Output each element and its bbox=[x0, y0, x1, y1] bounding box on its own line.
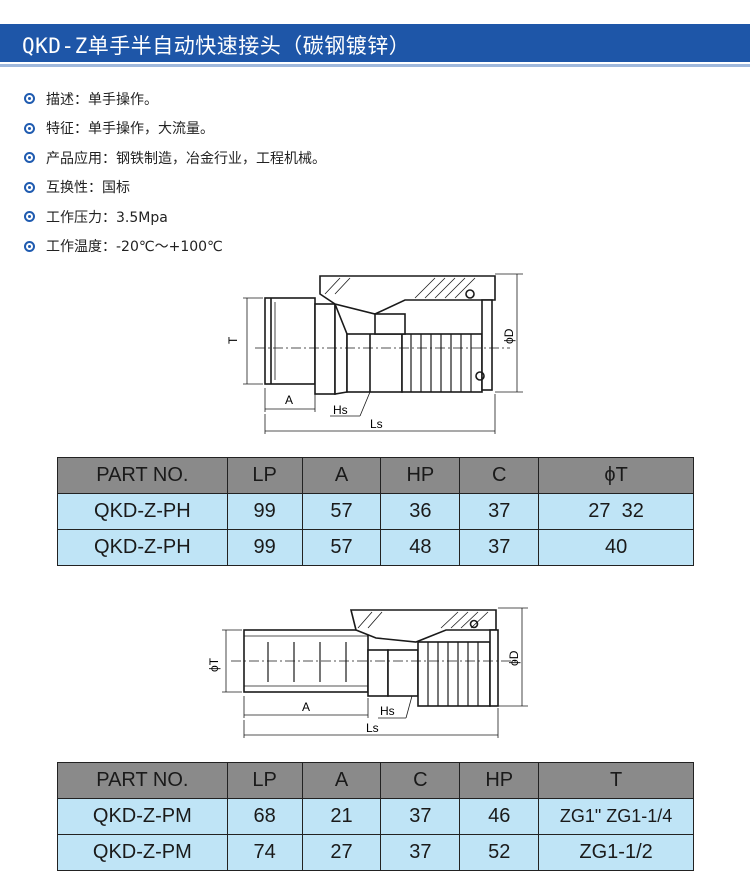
table-cell: 21 bbox=[301, 798, 382, 835]
bullet-icon bbox=[24, 211, 35, 223]
spec-item: 互换性：国标 bbox=[24, 173, 326, 203]
table-cell: 36 bbox=[380, 493, 461, 530]
spec-item: 工作温度：-20℃～+100℃ bbox=[24, 232, 326, 262]
bullet-icon bbox=[24, 122, 35, 134]
table-cell: 46 bbox=[459, 798, 540, 835]
coupling-drawing-hose-barb: ϕT ϕD A Hs Ls bbox=[207, 607, 528, 738]
table-cell: 37 bbox=[380, 798, 461, 835]
dim-label-hs: Hs bbox=[333, 403, 348, 417]
dim-label-ls: Ls bbox=[366, 721, 379, 735]
bullet-icon bbox=[24, 93, 35, 105]
table-row: QKD-Z-PM 68 21 37 46 ZG1" ZG1-1/4 bbox=[57, 798, 694, 835]
page-title: QKD-Z单手半自动快速接头（碳钢镀锌） bbox=[22, 34, 411, 58]
table-header-cell: C bbox=[380, 762, 461, 799]
title-divider bbox=[0, 64, 750, 67]
table-header-cell: PART NO. bbox=[57, 457, 228, 494]
table-header-cell: A bbox=[301, 762, 382, 799]
table-cell: 99 bbox=[226, 529, 303, 566]
dim-label-a: A bbox=[302, 700, 310, 714]
dim-label-hs: Hs bbox=[380, 704, 395, 718]
table-header-cell: C bbox=[459, 457, 540, 494]
table-cell: 37 bbox=[459, 529, 540, 566]
table-cell: 37 bbox=[459, 493, 540, 530]
dim-label-ls: Ls bbox=[370, 417, 383, 431]
table-cell: 27 32 bbox=[538, 493, 694, 530]
dim-label-d: ϕD bbox=[502, 328, 516, 344]
spec-table-ph: PART NO. LP A HP C ϕT QKD-Z-PH 99 57 36 … bbox=[57, 457, 694, 566]
table-header-cell: HP bbox=[380, 457, 461, 494]
table-row: QKD-Z-PM 74 27 37 52 ZG1-1/2 bbox=[57, 834, 694, 871]
spec-table-pm: PART NO. LP A C HP T QKD-Z-PM 68 21 37 4… bbox=[57, 762, 694, 871]
table-cell: 48 bbox=[380, 529, 461, 566]
table-cell: 37 bbox=[380, 834, 461, 871]
table-header-cell: A bbox=[301, 457, 382, 494]
table-header-cell: HP bbox=[459, 762, 540, 799]
bullet-icon bbox=[24, 152, 35, 164]
coupling-drawing-threaded: T ϕD A Hs Ls bbox=[226, 273, 523, 434]
table-row: QKD-Z-PH 99 57 36 37 27 32 bbox=[57, 493, 694, 530]
table-cell: 57 bbox=[301, 493, 382, 530]
dim-label-t: T bbox=[226, 336, 240, 344]
table-header-cell: T bbox=[538, 762, 694, 799]
table-header-row: PART NO. LP A C HP T bbox=[57, 762, 694, 799]
table-header-row: PART NO. LP A HP C ϕT bbox=[57, 457, 694, 494]
table-header-cell: LP bbox=[226, 457, 303, 494]
table-cell: 52 bbox=[459, 834, 540, 871]
bullet-icon bbox=[24, 181, 35, 193]
table-row: QKD-Z-PH 99 57 48 37 40 bbox=[57, 529, 694, 566]
spec-item: 产品应用：钢铁制造，冶金行业，工程机械。 bbox=[24, 143, 326, 173]
table-cell: 74 bbox=[226, 834, 303, 871]
bullet-icon bbox=[24, 240, 35, 252]
table-cell: 40 bbox=[538, 529, 694, 566]
table-cell: 68 bbox=[226, 798, 303, 835]
spec-list: 描述：单手操作。 特征：单手操作，大流量。 产品应用：钢铁制造，冶金行业，工程机… bbox=[24, 84, 326, 261]
table-header-cell: LP bbox=[226, 762, 303, 799]
table-cell: QKD-Z-PH bbox=[57, 529, 228, 566]
dim-label-a: A bbox=[285, 393, 293, 407]
title-bar: QKD-Z单手半自动快速接头（碳钢镀锌） bbox=[0, 24, 750, 62]
table-cell: ZG1" ZG1-1/4 bbox=[538, 798, 694, 835]
table-header-cell: ϕT bbox=[538, 457, 694, 494]
spec-item: 描述：单手操作。 bbox=[24, 84, 326, 114]
table-cell: 99 bbox=[226, 493, 303, 530]
dim-label-d: ϕD bbox=[507, 650, 521, 666]
spec-item: 特征：单手操作，大流量。 bbox=[24, 114, 326, 144]
table-cell: QKD-Z-PM bbox=[57, 798, 228, 835]
table-cell: QKD-Z-PM bbox=[57, 834, 228, 871]
spec-item: 工作压力：3.5Mpa bbox=[24, 202, 326, 232]
table-cell: ZG1-1/2 bbox=[538, 834, 694, 871]
dim-label-t: ϕT bbox=[207, 657, 221, 672]
table-cell: 57 bbox=[301, 529, 382, 566]
table-cell: 27 bbox=[301, 834, 382, 871]
table-cell: QKD-Z-PH bbox=[57, 493, 228, 530]
table-header-cell: PART NO. bbox=[57, 762, 228, 799]
